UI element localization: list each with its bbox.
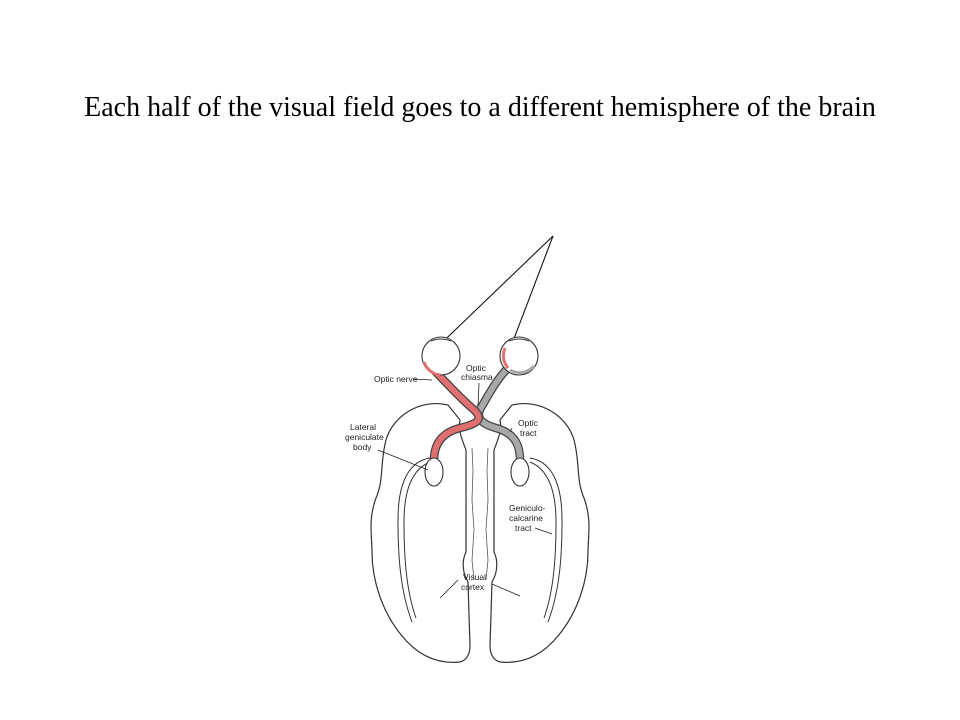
red-pathway (429, 365, 482, 463)
right-inner-contour-2 (529, 461, 557, 619)
right-lateral-geniculate-body (510, 457, 530, 487)
label-optic-tract-line1: Optic (518, 418, 539, 428)
label-geniculo-calcarine-line2: calcarine (509, 513, 543, 523)
left-inner-contour-2 (403, 461, 431, 619)
label-optic-tract-line2: tract (520, 428, 537, 438)
lateral-geniculate-bodies (424, 457, 530, 487)
label-optic-nerve: Optic nerve (374, 374, 418, 384)
label-lateral-geniculate-line1: Lateral (350, 422, 376, 432)
visual-field-lines (426, 235, 554, 358)
label-visual-cortex-line1: Visual (463, 572, 486, 582)
leader-lines (377, 378, 553, 599)
left-eye-lens (430, 338, 452, 342)
right-eye-retina-grey (509, 364, 536, 375)
label-optic-chiasma-line2: chiasma (461, 372, 493, 382)
optic-pathways (427, 363, 525, 465)
eyes (421, 336, 539, 377)
label-lateral-geniculate-line2: geniculate (345, 432, 384, 442)
left-eye-retina-red (422, 361, 441, 377)
right-eye-lens (508, 338, 530, 342)
label-optic-chiasma-line1: Optic (466, 363, 487, 373)
right-hemisphere (489, 403, 590, 663)
left-lateral-geniculate-body (424, 457, 444, 487)
label-geniculo-calcarine-line1: Geniculo- (509, 503, 546, 513)
diagram-labels: Optic nerve Optic chiasma Lateral genicu… (345, 363, 546, 592)
left-inner-contour (397, 457, 431, 623)
brain-outline (370, 403, 590, 663)
geniculo-calcarine-tracts (397, 457, 563, 623)
label-visual-cortex-line2: cortex (461, 582, 485, 592)
visual-field-line-inner (506, 235, 554, 358)
right-eye-retina-red (501, 347, 510, 369)
left-eye (421, 336, 461, 376)
slide-title: Each half of the visual field goes to a … (84, 92, 876, 123)
left-hemisphere (370, 403, 471, 663)
midline (471, 447, 489, 581)
right-eye (499, 336, 539, 376)
right-inner-contour (529, 457, 563, 623)
label-geniculo-calcarine-line3: tract (515, 523, 532, 533)
label-lateral-geniculate-line3: body (353, 442, 372, 452)
visual-field-line-outer (426, 235, 554, 358)
